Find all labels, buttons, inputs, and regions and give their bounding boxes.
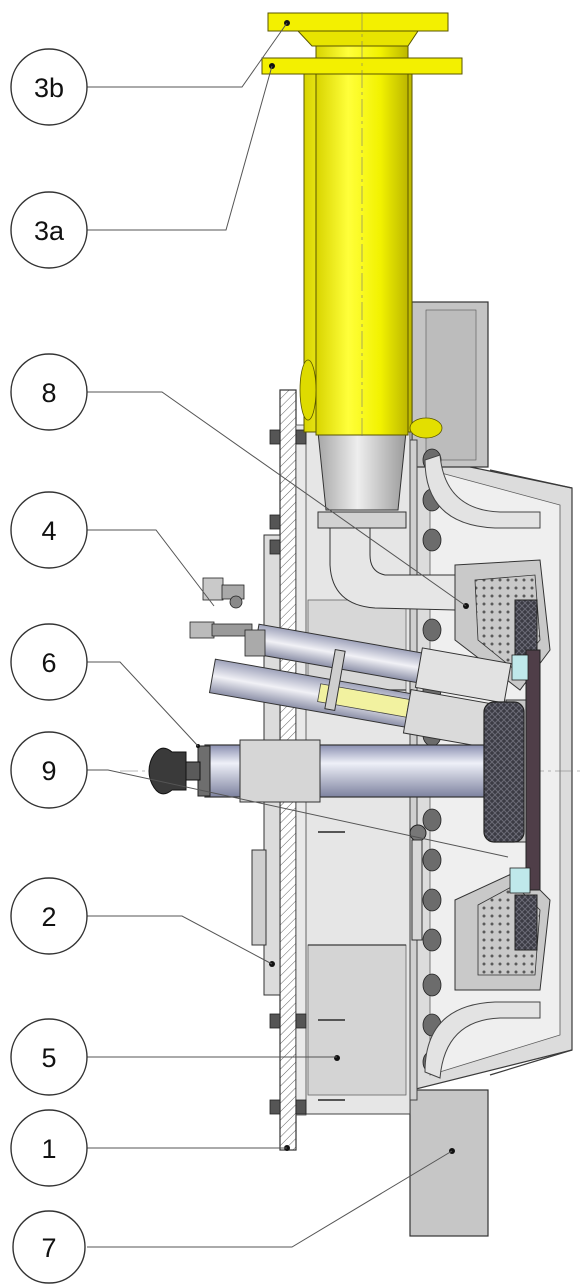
leader-7: [87, 1150, 453, 1248]
gas-elbow-pipe: [329, 527, 456, 611]
leader-6: [87, 661, 199, 747]
flange-3b-neck: [296, 30, 419, 47]
drawing-body: [120, 12, 584, 1237]
flange-3b: [267, 12, 449, 32]
callout-5-label: 5: [41, 1043, 56, 1073]
part-9-pin: [411, 839, 423, 941]
callout-8-label: 8: [41, 378, 56, 408]
callout-1-label: 1: [41, 1134, 56, 1164]
stabilizer-dark-plate: [525, 649, 541, 891]
yellow-pipe-bulge: [409, 417, 443, 439]
leader-8: [87, 391, 467, 607]
part-5-marker: [334, 1055, 340, 1061]
cone-collar: [317, 511, 407, 529]
central-tube-flange: [239, 739, 321, 803]
lance-bracket: [324, 649, 346, 711]
fittings-part-4: [189, 577, 266, 657]
callout-5: 5: [10, 1018, 88, 1096]
callout-7: 7: [12, 1210, 86, 1284]
callout-8: 8: [10, 353, 88, 431]
upper-housing-elbow: [424, 454, 541, 529]
callout-3b-label: 3b: [34, 73, 64, 103]
callout-2-label: 2: [41, 902, 56, 932]
igniter-tube: [208, 658, 496, 749]
callout-3b: 3b: [10, 48, 88, 126]
upper-lance: [253, 623, 512, 704]
housing-outer-edge: [489, 469, 573, 1076]
callout-3a: 3a: [10, 191, 88, 269]
callout-4: 4: [10, 491, 88, 569]
flame-window: [511, 654, 529, 681]
callout-9: 9: [10, 731, 88, 809]
callout-6: 6: [10, 623, 88, 701]
callout-1: 1: [10, 1109, 88, 1187]
leader-3b: [87, 22, 288, 88]
lower-dark-insert: [514, 894, 538, 951]
handwheel-stem: [185, 761, 201, 781]
callout-7-label: 7: [41, 1233, 56, 1263]
lower-casing-part-7: [409, 1089, 489, 1237]
cone-transition: [317, 431, 407, 511]
leader-lines: [87, 22, 509, 1248]
mid-body-bolts: [318, 831, 345, 1101]
dark-stabilizer: [483, 701, 525, 843]
leader-3a: [87, 65, 273, 231]
upper-dark-insert: [514, 599, 538, 656]
callout-4-label: 4: [41, 516, 56, 546]
yellow-pipe-bulge-left: [299, 359, 317, 421]
cover-plate-bracket: [251, 849, 267, 946]
callout-2: 2: [10, 877, 88, 955]
handwheel-knob: [148, 747, 187, 795]
callout-3a-label: 3a: [34, 216, 65, 246]
lower-housing-elbow: [424, 1001, 541, 1079]
leader-4: [87, 529, 215, 607]
leader-2: [87, 915, 273, 965]
flame-window-lower: [509, 867, 531, 894]
callout-6-label: 6: [41, 648, 56, 678]
upper-casing-inner: [425, 309, 477, 461]
leader-9: [87, 769, 509, 858]
callout-9-label: 9: [41, 756, 56, 786]
